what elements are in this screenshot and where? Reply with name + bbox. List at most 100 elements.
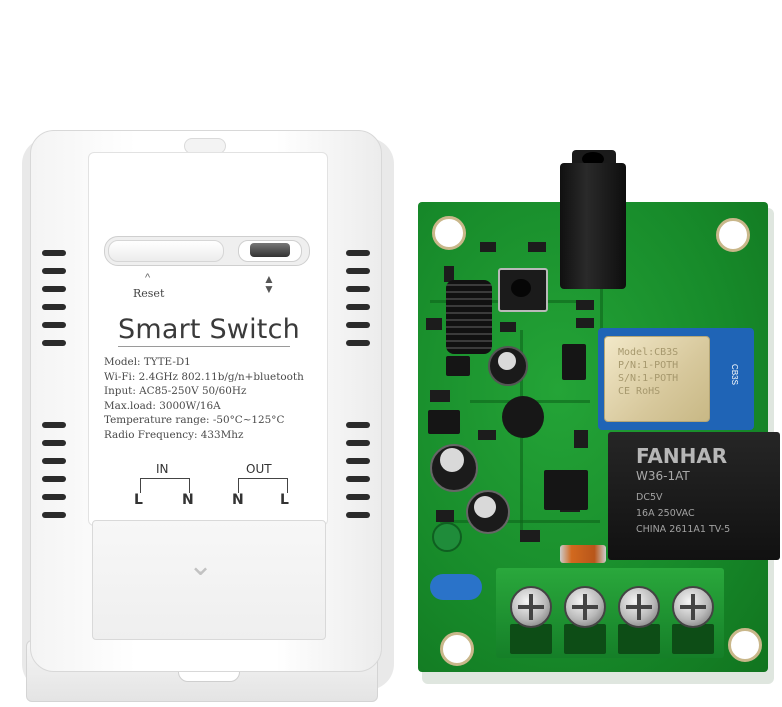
- vent-slot: [346, 268, 370, 274]
- inductor: [502, 396, 544, 438]
- spec-model: Model: TYTE-D1: [104, 356, 191, 368]
- smd-resistor: [436, 510, 454, 522]
- mounting-hole: [440, 632, 474, 666]
- spec-temperature: Temperature range: -50°C~125°C: [104, 414, 285, 427]
- screw-slot: [529, 594, 533, 620]
- vent-slot: [346, 494, 370, 500]
- vent-slot: [42, 458, 66, 464]
- smd-resistor: [576, 318, 594, 328]
- pairing-arrows-icon: ▲▼: [263, 272, 275, 296]
- screw-slot: [637, 594, 641, 620]
- smd-resistor: [576, 300, 594, 310]
- vent-slot: [346, 512, 370, 518]
- relay-brand: FANHAR: [636, 444, 728, 468]
- vent-slot: [42, 304, 66, 310]
- terminal-slot: [672, 624, 714, 654]
- capacitor-top: [474, 496, 496, 518]
- status-led: [250, 243, 290, 257]
- terminal-out-l: L: [280, 492, 289, 508]
- vent-slot: [346, 322, 370, 328]
- vent-slot: [42, 494, 66, 500]
- smd-resistor: [480, 242, 496, 252]
- capacitor-top: [498, 352, 516, 370]
- smd-resistor: [574, 430, 588, 448]
- vent-slot: [346, 458, 370, 464]
- relay-spec-line: CHINA 2611A1 TV-5: [636, 524, 731, 535]
- vent-slot: [42, 340, 66, 346]
- vent-slot: [42, 268, 66, 274]
- vent-slot: [346, 422, 370, 428]
- fuse: [560, 545, 606, 563]
- relay-spec-line: DC5V: [636, 492, 663, 503]
- smd-chip: [446, 356, 470, 376]
- relay-model: W36-1AT: [636, 469, 690, 483]
- shield-line: P/N:1-POTH: [618, 360, 679, 371]
- module-label: CB3S: [729, 364, 739, 385]
- switch-front-face: [88, 152, 328, 526]
- vent-slot: [42, 422, 66, 428]
- small-capacitor: [432, 522, 462, 552]
- terminal-out-n: N: [232, 492, 244, 508]
- shield-line: Model:CB3S: [618, 347, 679, 358]
- spec-list: Model: TYTE-D1 Wi-Fi: 2.4GHz 802.11b/g/n…: [104, 355, 324, 443]
- relay-spec-line: 16A 250VAC: [636, 508, 695, 519]
- ic-chip: [544, 470, 588, 510]
- antenna-coil: [446, 280, 492, 354]
- terminal-cover: [92, 520, 326, 640]
- terminal-slot: [618, 624, 660, 654]
- reset-label: Reset: [133, 287, 165, 300]
- smd-resistor: [444, 266, 454, 282]
- vent-slot: [42, 440, 66, 446]
- terminal-out-bracket: [238, 478, 288, 493]
- vent-slot: [42, 512, 66, 518]
- spec-max-load: Max.load: 3000W/16A: [104, 399, 221, 412]
- smd-chip: [428, 410, 460, 434]
- regulator-chip: [562, 344, 586, 380]
- terminal-in-label: IN: [156, 462, 169, 476]
- vent-slot: [346, 304, 370, 310]
- blue-capacitor: [430, 574, 482, 600]
- relay: [608, 432, 780, 560]
- spec-input: Input: AC85-250V 50/60Hz: [104, 385, 247, 398]
- pcb-trace: [600, 250, 603, 330]
- smd-resistor: [430, 390, 450, 402]
- module-shield-text: Model:CB3S P/N:1-POTH S/N:1-POTH CE RoHS: [618, 346, 678, 398]
- smd-resistor: [528, 242, 546, 252]
- title-underline: [118, 346, 290, 347]
- spec-radio: Radio Frequency: 433Mhz: [104, 428, 244, 441]
- terminal-slot: [564, 624, 606, 654]
- vent-slot: [346, 476, 370, 482]
- shield-line: S/N:1-POTH: [618, 373, 679, 384]
- mounting-hole: [432, 216, 466, 250]
- smd-resistor: [478, 430, 496, 440]
- vent-slot: [346, 286, 370, 292]
- reset-button[interactable]: [108, 240, 224, 262]
- audio-jack-port: [582, 152, 604, 166]
- vent-slot: [42, 322, 66, 328]
- product-title: Smart Switch: [118, 314, 300, 345]
- screw-slot: [691, 594, 695, 620]
- mounting-hole: [716, 218, 750, 252]
- chevron-down-icon: ⌄: [188, 549, 214, 582]
- terminal-in-bracket: [140, 478, 190, 493]
- vent-slot: [42, 250, 66, 256]
- mounting-hole: [728, 628, 762, 662]
- capacitor-top: [440, 448, 464, 472]
- vent-slot: [346, 440, 370, 446]
- terminal-in-l: L: [134, 492, 143, 508]
- terminal-in-n: N: [182, 492, 194, 508]
- smd-resistor: [426, 318, 442, 330]
- vent-slot: [42, 476, 66, 482]
- reset-caret-icon: ^: [145, 272, 151, 284]
- audio-jack: [560, 163, 626, 289]
- spec-wifi: Wi-Fi: 2.4GHz 802.11b/g/n+bluetooth: [104, 370, 304, 383]
- vent-slot: [346, 250, 370, 256]
- vent-slot: [346, 340, 370, 346]
- smd-resistor: [500, 322, 516, 332]
- terminal-slot: [510, 624, 552, 654]
- smd-resistor: [520, 530, 540, 542]
- shield-line: CE RoHS: [618, 386, 661, 397]
- tactile-switch-knob: [511, 279, 531, 297]
- vent-slot: [42, 286, 66, 292]
- screw-slot: [583, 594, 587, 620]
